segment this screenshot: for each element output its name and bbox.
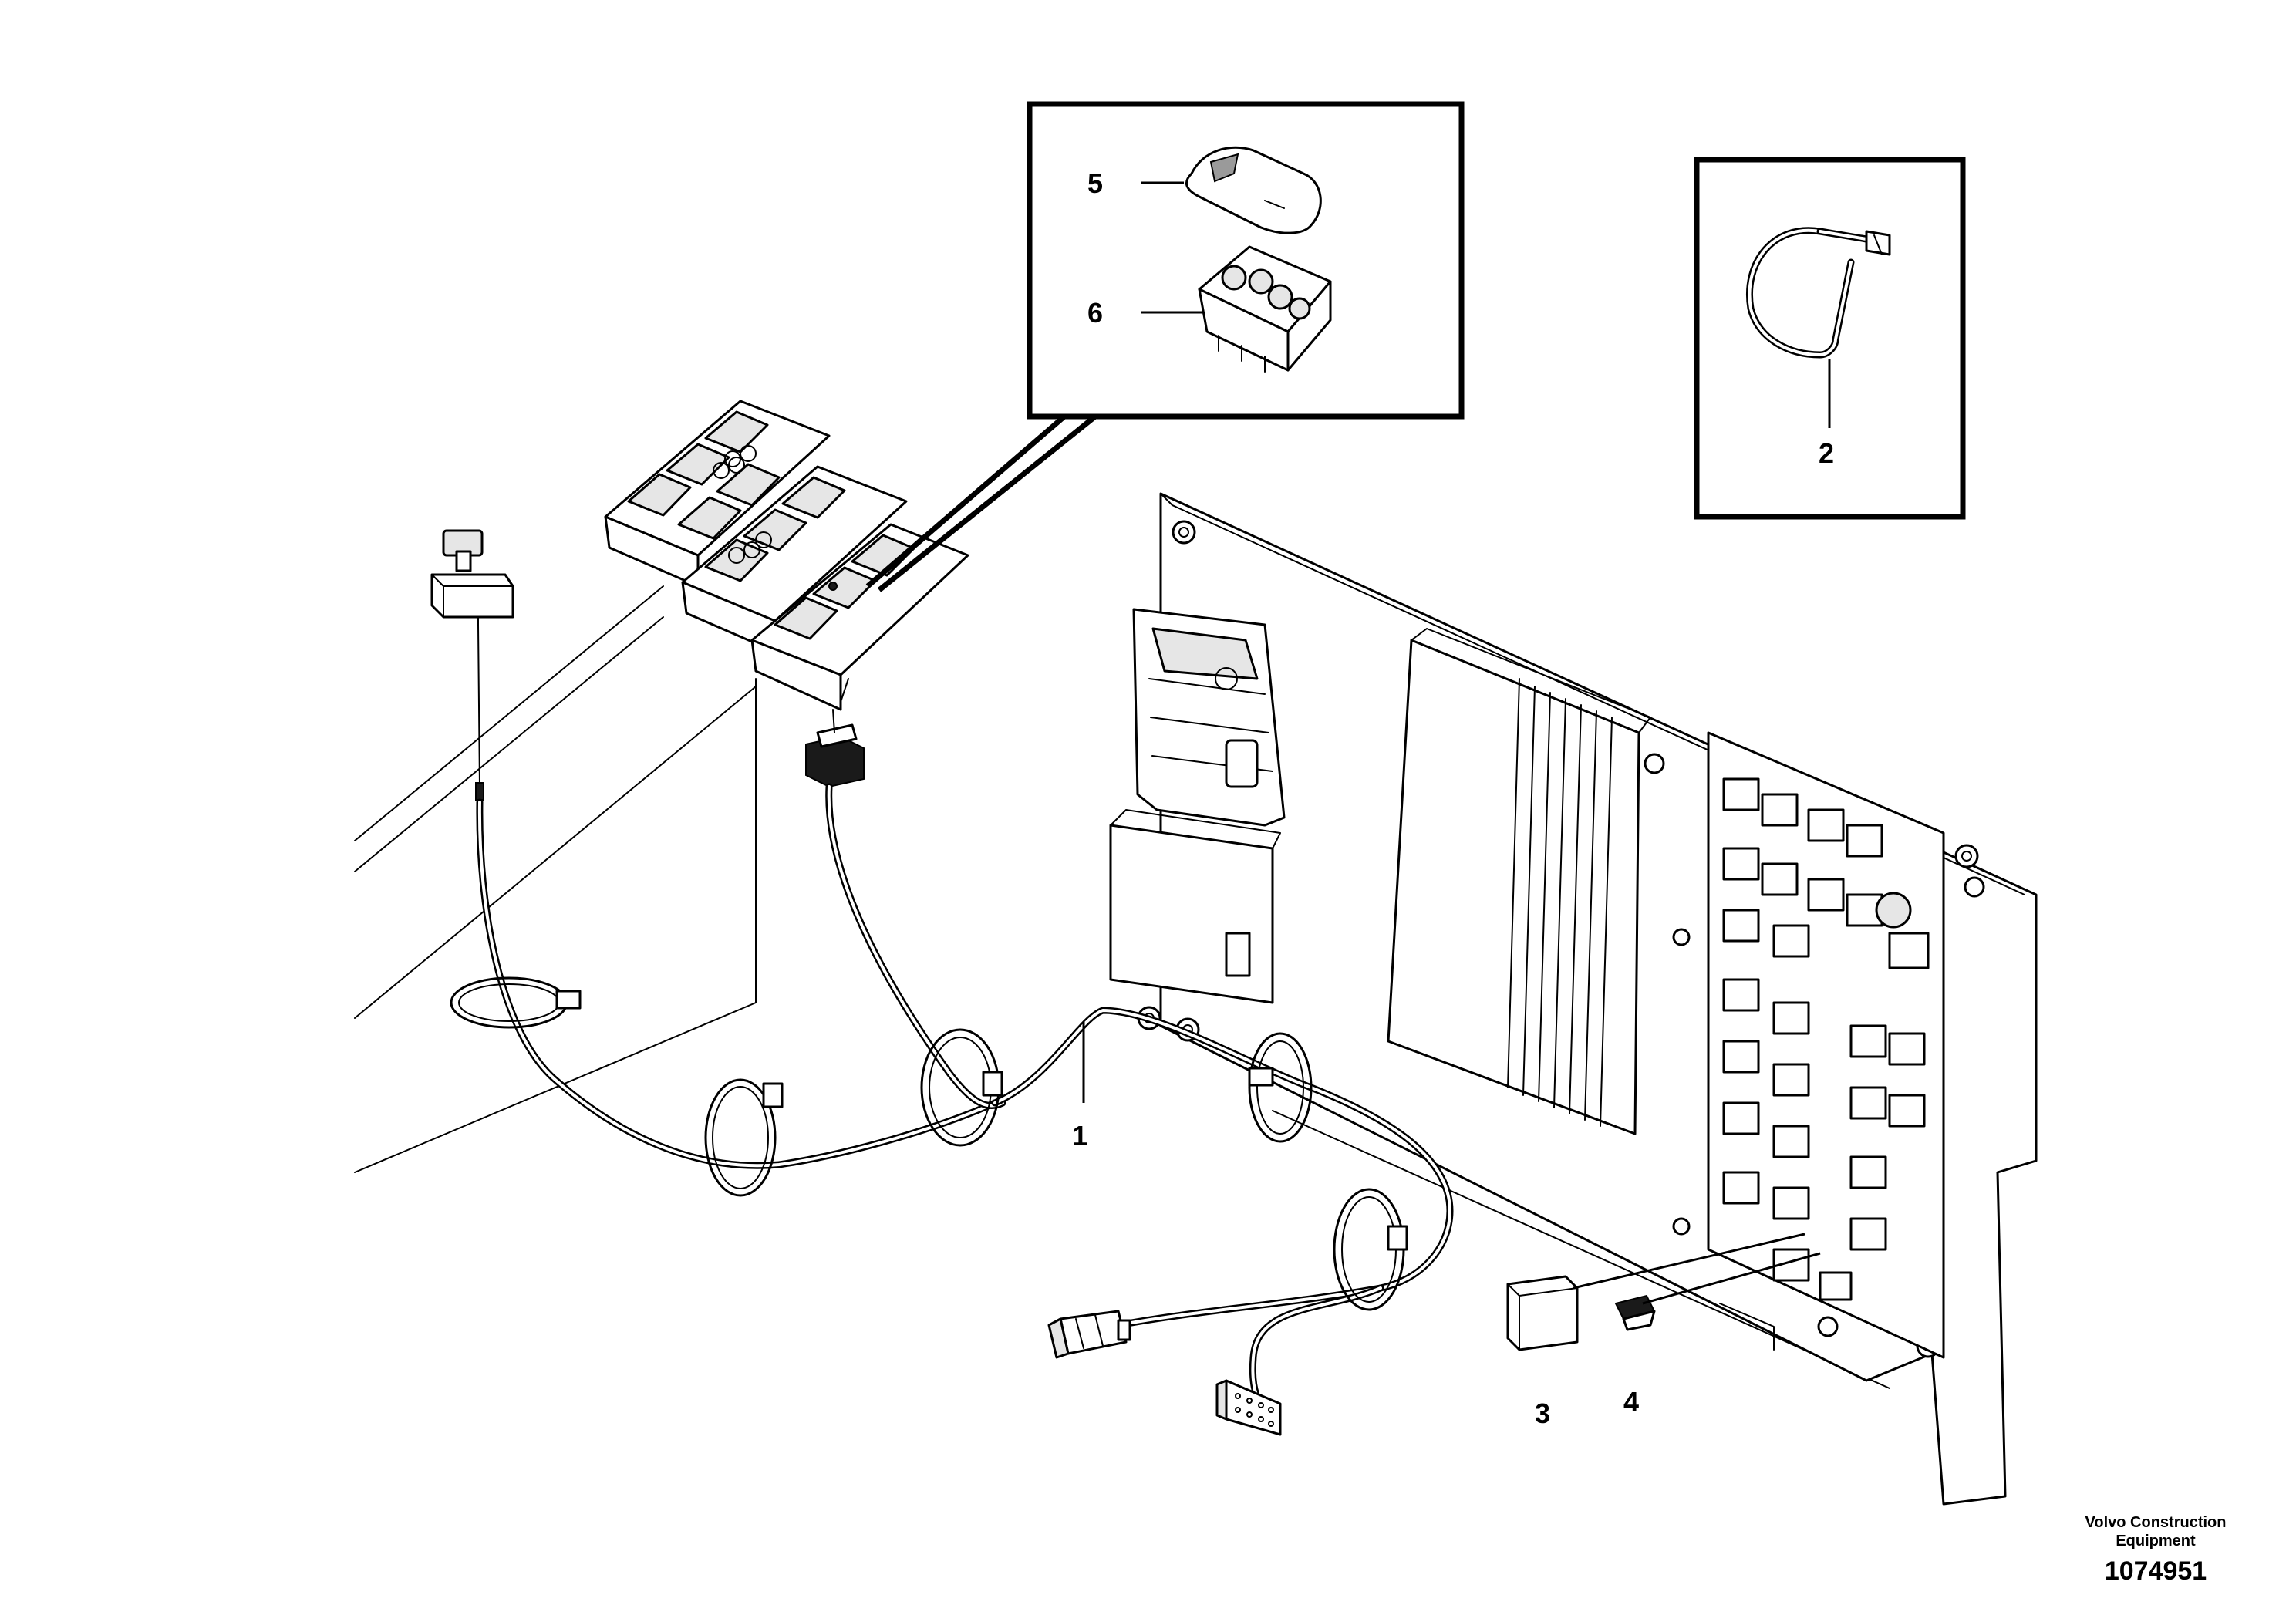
leader-line-3 xyxy=(1573,1233,1805,1290)
cable-tie-loop xyxy=(704,1078,784,1197)
callout-2: 2 xyxy=(1819,437,1834,469)
switch-panel-cluster xyxy=(604,400,969,711)
cable-tie-loop xyxy=(920,1028,1003,1147)
callout-1: 1 xyxy=(1072,1120,1087,1152)
cable-tie-loop xyxy=(1248,1032,1313,1143)
electrical-panel xyxy=(1109,492,2038,1506)
brand-line-2: Equipment xyxy=(2116,1533,2196,1549)
ecu-module xyxy=(1109,608,1286,1004)
callout-5: 5 xyxy=(1087,167,1103,199)
leader-line-4 xyxy=(1642,1252,1821,1305)
callout-3: 3 xyxy=(1535,1398,1550,1429)
switch-body xyxy=(1198,245,1332,373)
heatsink-module xyxy=(1387,628,1651,1135)
switch-panel-middle xyxy=(681,465,908,653)
fuse-part-4 xyxy=(1614,1294,1656,1331)
callout-4: 4 xyxy=(1623,1386,1639,1418)
reference-number: 1074951 xyxy=(2105,1556,2207,1586)
relay-board xyxy=(1707,731,1945,1359)
detail-inset-cable-tie xyxy=(1694,157,1966,520)
cab-wall-outline xyxy=(354,585,1890,1389)
relay-part-3 xyxy=(1506,1275,1579,1351)
rotary-switch xyxy=(430,529,514,626)
brand-line-1: Volvo Construction xyxy=(2085,1514,2227,1531)
cable-harness xyxy=(450,624,1454,1436)
rocker-cap xyxy=(1185,146,1322,234)
harness-connector-b xyxy=(1215,1379,1282,1436)
harness-connector-a xyxy=(1047,1310,1131,1359)
callout-6: 6 xyxy=(1087,297,1103,329)
cable-tie xyxy=(1746,227,1891,359)
cable-tie-loop xyxy=(450,976,582,1029)
switch-panel-upper xyxy=(604,400,831,588)
cable-tie-loop xyxy=(1333,1188,1408,1311)
detail-inset-switch xyxy=(865,101,1465,592)
